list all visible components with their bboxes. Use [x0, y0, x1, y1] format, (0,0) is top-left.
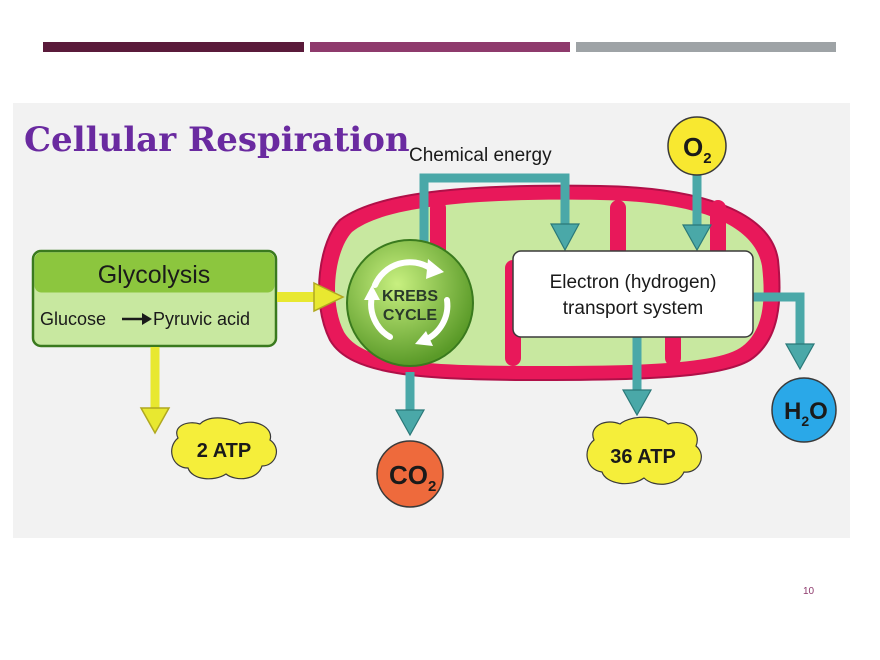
krebs-label-line1: KREBS [382, 288, 438, 305]
transport-to-water-arrow [752, 292, 805, 346]
water-subscript: 2 [801, 413, 809, 429]
slide-title: Cellular Respiration [24, 120, 410, 160]
page-number: 10 [803, 586, 815, 597]
glucose-label: Glucose [40, 309, 106, 329]
glycolysis-to-atp-arrowhead [139, 407, 171, 435]
krebs-cycle-arrow-icon [368, 293, 393, 340]
pyruvic-acid-label: Pyruvic acid [153, 309, 250, 329]
glycolysis-box: Glycolysis Glucose Pyruvic acid [31, 249, 278, 348]
oxygen-molecule: O2 [667, 116, 727, 176]
chemical-energy-arrow [419, 173, 570, 248]
svg-text:CO2: CO2 [389, 460, 436, 495]
electron-transport-line2: transport system [563, 298, 703, 319]
carbon-dioxide-molecule: CO2 [376, 440, 444, 508]
atp-2-label: 2 ATP [197, 440, 251, 462]
teal-arrows [394, 170, 816, 437]
krebs-cycle-arrow-icon [422, 297, 451, 343]
krebs-cycle: KREBS CYCLE [346, 239, 474, 367]
glycolysis-title: Glycolysis [98, 261, 211, 289]
header-bar-gray [576, 42, 836, 52]
atp-2-badge: 2 ATP [171, 417, 278, 480]
atp-36-badge: 36 ATP [586, 416, 702, 485]
krebs-label-line2: CYCLE [383, 307, 438, 324]
water-molecule: H2O [771, 377, 837, 443]
glycolysis-to-krebs-arrowhead [313, 281, 345, 313]
yellow-arrows [139, 281, 345, 435]
chemical-energy-arrowhead [549, 223, 581, 252]
water-hydrogen-symbol: H [784, 398, 801, 425]
krebs-cycle-arrow-icon [372, 259, 433, 288]
header-bar-mid [310, 42, 570, 52]
cellular-respiration-diagram: Glycolysis Glucose Pyruvic acid [13, 103, 850, 538]
water-oxygen-symbol: O [809, 398, 828, 425]
transport-to-water-arrowhead [784, 343, 816, 371]
transport-to-atp-arrowhead [621, 389, 653, 417]
chemical-energy-label: Chemical energy [409, 145, 552, 166]
svg-text:H2O: H2O [784, 398, 828, 429]
electron-transport-box: Electron (hydrogen) transport system [512, 250, 754, 338]
glucose-to-pyruvic-arrowhead [142, 313, 152, 325]
oxygen-subscript: 2 [703, 150, 711, 167]
electron-transport-line1: Electron (hydrogen) [550, 272, 717, 293]
svg-text:O2: O2 [683, 132, 712, 167]
oxygen-symbol: O [683, 132, 703, 162]
carbon-dioxide-symbol: CO [389, 460, 428, 490]
carbon-dioxide-subscript: 2 [428, 478, 436, 495]
header-bar-dark [43, 42, 304, 52]
krebs-to-co2-arrowhead [394, 409, 426, 437]
oxygen-arrowhead [681, 224, 713, 252]
atp-36-label: 36 ATP [610, 446, 676, 468]
